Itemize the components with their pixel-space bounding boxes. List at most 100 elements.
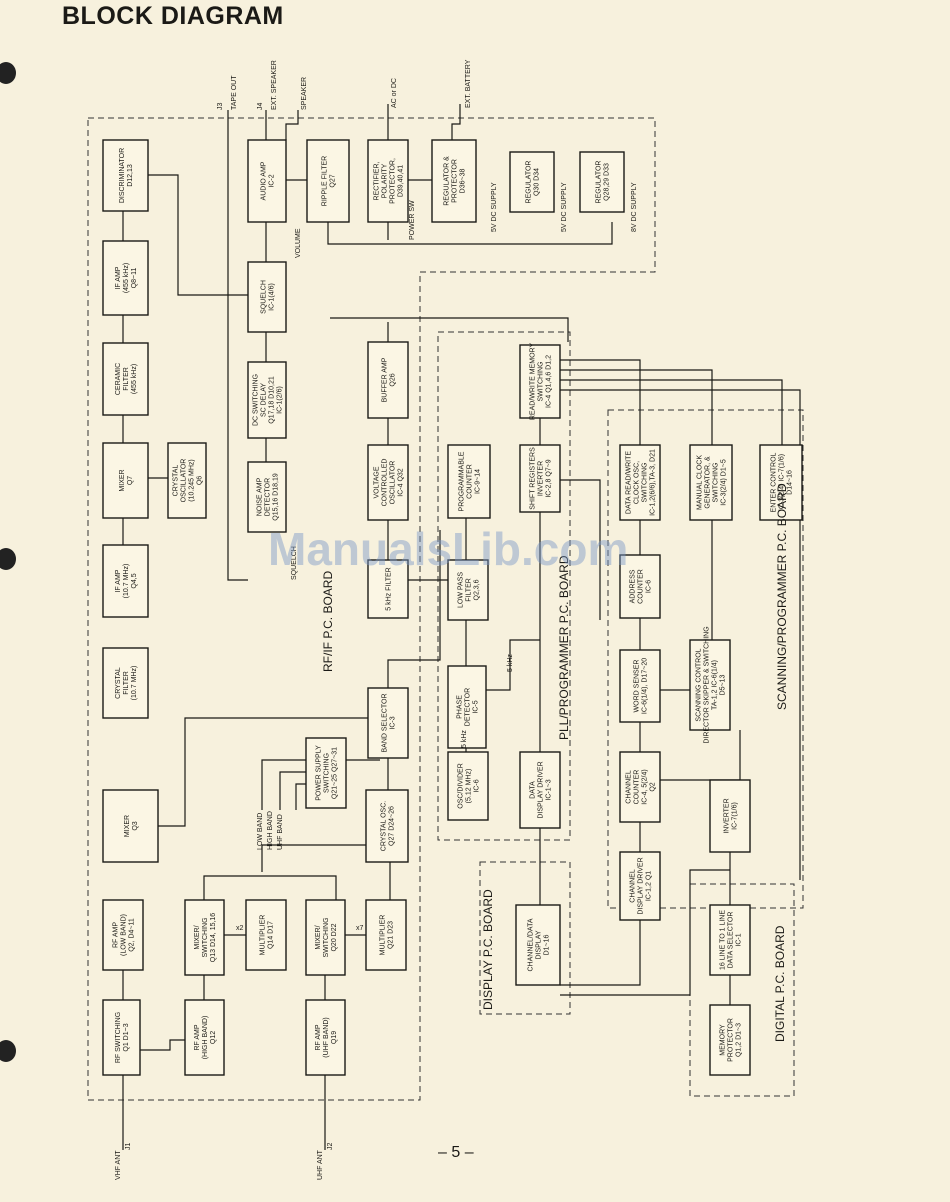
memory-protector-text: MEMORYPROTECTORQ1,2 D1~3 — [720, 1018, 743, 1062]
label-vhf-ant: VHF ANT — [115, 1150, 122, 1180]
address-counter-line: COUNTER — [638, 569, 645, 604]
if-amp-107-line: IF AMP — [115, 569, 122, 592]
rw-memory-switching-line: IC-4 Q1,4,6 D1,2 — [546, 355, 553, 408]
audio-amp-line: IC-2 — [269, 174, 276, 187]
audio-amp-text: AUDIO AMPIC-2 — [261, 161, 276, 200]
mixer-switching-1-line: MIXER/ — [194, 925, 201, 949]
power-supply-switching-block: POWER SUPPLYSWITCHINGQ21~25 Q27~31 — [305, 737, 347, 809]
label-5khz-b: 5 kHz — [507, 654, 514, 672]
filter-5khz-text: 5 kHz FILTER — [386, 567, 393, 610]
channel-counter-line: CHANNEL — [626, 770, 633, 804]
rf-amp-uhf-text: RF AMP(UHF BAND)Q19 — [315, 1017, 338, 1057]
label-uhf-ant: UHF ANT — [317, 1149, 324, 1180]
band-selector-block: BAND SELECTORIC-3 — [367, 687, 409, 759]
vco-line: OSCILLATOR — [390, 461, 397, 505]
mixer-switching-2-line: MIXER/ — [315, 925, 322, 949]
ceramic-filter-text: CERAMICFILTER(455 kHz) — [115, 363, 138, 395]
data-rw-clock-block: DATA READ/WRITECLOCK OSC,SWITCHINGIC-1,2… — [619, 444, 661, 521]
rw-memory-switching-line: SWITCHING — [538, 361, 545, 401]
shift-registers-text: SHIFT REGISTERSINVERTERIC-2,8 Q7~9 — [530, 447, 553, 510]
enter-control-line: D14~16 — [787, 470, 794, 495]
data-display-driver-line: DATA — [530, 781, 537, 799]
vco-line: IC-4 Q32 — [398, 468, 405, 497]
word-sensor-text: WORD SENSERIC-6(1/4), D17~20 — [634, 658, 649, 714]
dc-switching-text: DC SWITCHINGSC DELAYQ17,18 D10,21IC-1(2/… — [253, 374, 284, 426]
label-supply-8v: 8V DC SUPPLY — [631, 182, 638, 232]
buffer-amp-line: Q26 — [390, 373, 397, 386]
if-amp-455-line: IF AMP — [115, 266, 122, 289]
low-pass-filter-line: Q2,3,6 — [474, 579, 481, 600]
crystal-filter-line: (10.7 MHz) — [131, 666, 138, 701]
rf-switching-line: RF SWITCHING — [115, 1012, 122, 1063]
crystal-filter-text: CRYSTALFILTER(10.7 MHz) — [115, 666, 138, 701]
channel-counter-line: Q2 — [650, 782, 657, 791]
data-rw-clock-line: DATA READ/WRITE — [626, 451, 633, 514]
memory-protector-line: MEMORY — [720, 1024, 727, 1056]
address-counter-line: IC-6 — [646, 580, 653, 593]
multiplier-q21-block: MULTIPLIERQ21 D23 — [365, 899, 407, 971]
memory-protector-line: PROTECTOR — [728, 1018, 735, 1062]
mixer-q7-line: MIXER — [119, 469, 126, 491]
data-rw-clock-line: CLOCK OSC, — [634, 461, 641, 504]
regulator-3-line: Q28,29 D33 — [604, 163, 611, 201]
label-x2: x2 — [236, 925, 244, 932]
squelch-line: IC-1(4/6) — [269, 283, 276, 311]
regulator-1-text: REGULATOR &PROTECTORD36~38 — [444, 156, 467, 206]
ripple-filter-line: Q27 — [330, 174, 337, 187]
label-power-sw: POWER SW — [409, 200, 416, 240]
label-uhf-band: UHF BAND — [277, 814, 284, 850]
mixer-q7-line: Q7 — [127, 476, 134, 485]
audio-amp-line: AUDIO AMP — [261, 161, 268, 200]
label-supply-5v-b: 5V DC SUPPLY — [561, 182, 568, 232]
channel-data-display-line: CHANNEL/DATA — [528, 918, 535, 971]
audio-amp-block: AUDIO AMPIC-2 — [247, 139, 287, 223]
programmable-counter-line: PROGRAMMABLE — [459, 451, 466, 511]
power-supply-switching-line: SWITCHING — [324, 753, 331, 793]
shift-registers-line: INVERTER — [538, 461, 545, 496]
dc-switching-line: DC SWITCHING — [253, 374, 260, 426]
rectifier-line: D39,40,41 — [398, 165, 405, 197]
osc-divider-line: IC-6 — [474, 779, 481, 792]
label-squelch-pot: SQUELCH — [291, 546, 298, 580]
vco-block: VOLTAGECONTROLLEDOSCILLATORIC-4 Q32 — [367, 444, 409, 521]
rectifier-block: RECTIFIER,POLARITYPROTECTOR,D39,40,41 — [367, 139, 409, 223]
word-sensor-line: WORD SENSER — [634, 660, 641, 713]
line-selector-block: 16 LINE TO 1 LINEDATA SELECTORIC-1 — [709, 904, 751, 976]
manual-clock-line: GENERATOR, & — [705, 456, 712, 509]
data-rw-clock-text: DATA READ/WRITECLOCK OSC,SWITCHINGIC-1,2… — [626, 449, 657, 516]
discriminator-block: DISCRIMINATORD12,13 — [102, 139, 149, 212]
multiplier-q21-line: Q21 D23 — [388, 921, 395, 949]
rf-amp-high-text: RF AMP(HIGH BAND)Q12 — [194, 1016, 217, 1060]
squelch-block: SQUELCHIC-1(4/6) — [247, 261, 287, 333]
crystal-filter-line: FILTER — [123, 671, 130, 695]
inverter-block: INVERTERIC-7(1/6) — [709, 779, 751, 853]
scanning-control-line: D5~13 — [720, 674, 727, 695]
rf-amp-low-text: RF AMP(LOW BAND)Q2, D4~11 — [113, 914, 136, 956]
channel-data-display-line: DISPLAY — [536, 930, 543, 959]
regulator-3-block: REGULATORQ28,29 D33 — [579, 151, 625, 213]
label-j2: J2 — [327, 1143, 334, 1151]
filter-5khz-line: 5 kHz FILTER — [386, 567, 393, 610]
crystal-osc-q2-block: CRYSTAL OSC.Q27 D24~26 — [365, 789, 409, 863]
rf-amp-low-line: Q2, D4~11 — [129, 918, 136, 952]
regulator-1-block: REGULATOR &PROTECTORD36~38 — [431, 139, 477, 223]
mixer-switching-2-line: SWITCHING — [323, 917, 330, 957]
ceramic-filter-line: CERAMIC — [115, 363, 122, 395]
label-5khz-a: 5 kHz — [461, 730, 468, 748]
crystal-osc-line: CRYSTAL — [173, 465, 180, 497]
rf-amp-uhf-line: RF AMP — [315, 1024, 322, 1050]
osc-divider-block: OSC/DIVIDER(5.12 MHz)IC-6 — [447, 751, 489, 821]
crystal-filter-block: CRYSTALFILTER(10.7 MHz) — [102, 647, 149, 719]
rf-if-board-outline — [87, 117, 656, 1101]
noise-amp-block: NOISE AMPDETECTORQ15,16 D18,19 — [247, 461, 287, 533]
crystal-osc-line: OSCILLATOR — [181, 459, 188, 503]
shift-registers-line: SHIFT REGISTERS — [530, 447, 537, 510]
power-supply-switching-text: POWER SUPPLYSWITCHINGQ21~25 Q27~31 — [316, 745, 339, 801]
mixer-switching-1-line: Q13 D14, 15,16 — [210, 913, 217, 963]
label-supply-5v-a: 5V DC SUPPLY — [491, 182, 498, 232]
rectifier-line: PROTECTOR, — [390, 158, 397, 204]
multiplier-q14-line: Q14 D17 — [268, 921, 275, 949]
